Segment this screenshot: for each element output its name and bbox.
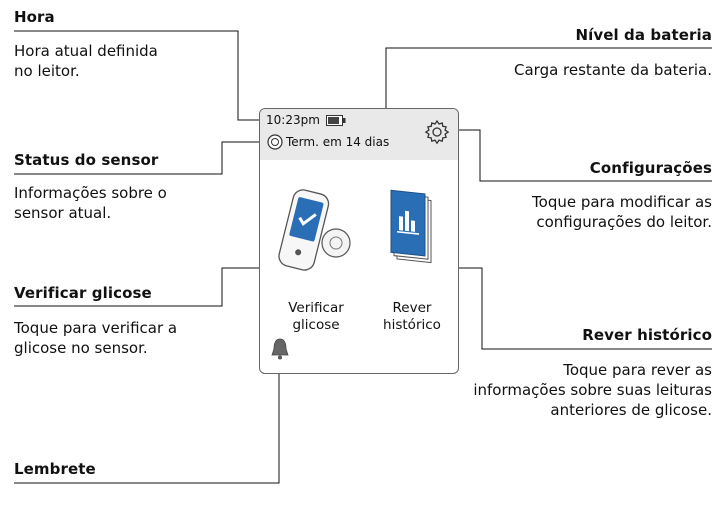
configuracoes-desc-line-1: Toque para modificar as [532,193,712,211]
bell-icon[interactable] [270,337,290,361]
history-book-icon [390,189,432,264]
review-history-label-line-2: histórico [383,317,441,333]
rever-historico-desc-line-1: Toque para rever as [563,361,712,379]
review-history-button[interactable]: Rever histórico [370,185,454,334]
gear-icon[interactable] [424,119,450,145]
check-glucose-label-line-1: Verificar [288,300,344,316]
nivel-bateria-desc-line-1: Carga restante da bateria. [514,61,712,79]
rever-historico-desc-line-2: informações sobre suas leituras [473,381,712,399]
hora-description: Hora atual definida no leitor. [14,41,158,81]
check-glucose-button[interactable]: Verificar glicose [274,185,358,334]
rever-historico-title: Rever histórico [582,326,712,344]
configuracoes-title: Configurações [589,159,712,177]
nivel-bateria-title: Nível da bateria [575,26,712,44]
status-sensor-desc-line-2: sensor atual. [14,204,112,222]
review-history-label-line-1: Rever [392,300,432,316]
lembrete-title: Lembrete [14,460,96,478]
status-sensor-desc-line-1: Informações sobre o [14,184,167,202]
screen-status-bar [260,109,458,160]
reader-screen: 10:23pm Term. em 14 dias Verificar [259,108,459,374]
check-glucose-label-line-2: glicose [292,317,340,333]
sensor-icon [267,134,283,150]
review-history-label: Rever histórico [370,300,454,334]
hora-title: Hora [14,8,55,26]
configuracoes-desc-line-2: configurações do leitor. [536,213,712,231]
nivel-bateria-description: Carga restante da bateria. [514,60,712,80]
sensor-status-text: Term. em 14 dias [286,135,390,149]
status-sensor-title: Status do sensor [14,151,159,169]
hora-desc-line-2: no leitor. [14,62,80,80]
verificar-glicose-title: Verificar glicose [14,284,152,302]
verificar-glicose-description: Toque para verificar a glicose no sensor… [14,318,177,358]
configuracoes-description: Toque para modificar as configurações do… [532,192,712,232]
check-glucose-icon [278,189,351,271]
check-glucose-label: Verificar glicose [274,300,358,334]
current-time: 10:23pm [266,113,320,127]
verificar-glicose-desc-line-1: Toque para verificar a [14,319,178,337]
status-sensor-description: Informações sobre o sensor atual. [14,183,167,223]
hora-desc-line-1: Hora atual definida [14,42,158,60]
rever-historico-desc-line-3: anteriores de glicose. [550,401,712,419]
battery-icon [326,115,346,126]
verificar-glicose-desc-line-2: glicose no sensor. [14,339,148,357]
rever-historico-description: Toque para rever as informações sobre su… [473,360,712,420]
